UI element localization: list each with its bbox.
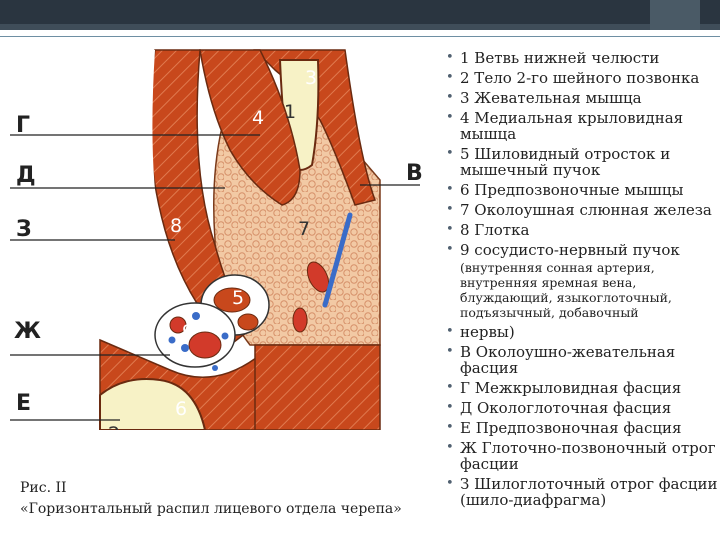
figure-caption: Рис. II «Горизонтальный распил лицевого … — [20, 478, 410, 520]
legend-item: 7 Околоушная слюнная железа — [440, 202, 720, 218]
label-d: Д — [16, 163, 36, 188]
legend-item: 4 Медиальная крыловидная мышца — [440, 110, 720, 142]
label-6: 6 — [175, 398, 187, 420]
title-bar-tab — [650, 0, 700, 30]
caption-number: Рис. II — [20, 478, 410, 499]
title-bar-accent — [0, 24, 720, 30]
label-v: В — [406, 161, 423, 186]
caption-title: «Горизонтальный распил лицевого отдела ч… — [20, 499, 410, 520]
label-1: 1 — [284, 101, 296, 123]
legend-item: 1 Ветвь нижней челюсти — [440, 50, 720, 66]
label-3: 3 — [305, 67, 317, 89]
label-2: 2 — [108, 423, 120, 430]
legend-item: 8 Глотка — [440, 222, 720, 238]
legend-item: Ж Глоточно-позвоночный отрог фасции — [440, 440, 720, 472]
label-g: Г — [16, 113, 30, 138]
legend-item: 6 Предпозвоночные мышцы — [440, 182, 720, 198]
label-e: Е — [16, 391, 31, 416]
label-zh: Ж — [14, 319, 41, 344]
label-8: 8 — [170, 215, 182, 237]
label-z: З — [16, 217, 32, 242]
anatomy-figure: Г Д З Ж Е В 1 2 3 4 5 6 7 8 9 — [0, 40, 430, 430]
header-rule — [0, 36, 720, 37]
label-5: 5 — [232, 287, 244, 309]
legend-item: 9 сосудисто-нервный пучок(внутренняя сон… — [440, 242, 720, 320]
legend-list: 1 Ветвь нижней челюсти 2 Тело 2-го шейно… — [440, 50, 720, 512]
label-4: 4 — [252, 107, 264, 129]
title-bar — [0, 0, 720, 30]
legend-item: 3 Жевательная мышца — [440, 90, 720, 106]
legend-item: Е Предпозвоночная фасция — [440, 420, 720, 436]
legend-item: 2 Тело 2-го шейного позвонка — [440, 70, 720, 86]
legend-item: Г Межкрыловидная фасция — [440, 380, 720, 396]
label-9: 9 — [182, 321, 194, 343]
legend-item-sub: (внутренняя сонная артерия, внутренняя я… — [460, 260, 720, 320]
legend-item: Д Окологлоточная фасция — [440, 400, 720, 416]
legend-item: З Шилоглоточный отрог фасции (шило-диафр… — [440, 476, 720, 508]
label-7: 7 — [298, 218, 310, 240]
legend-item: В Околоушно-жевательная фасция — [440, 344, 720, 376]
legend-item: 5 Шиловидный отросток и мышечный пучок — [440, 146, 720, 178]
legend-item: нервы) — [440, 324, 720, 340]
